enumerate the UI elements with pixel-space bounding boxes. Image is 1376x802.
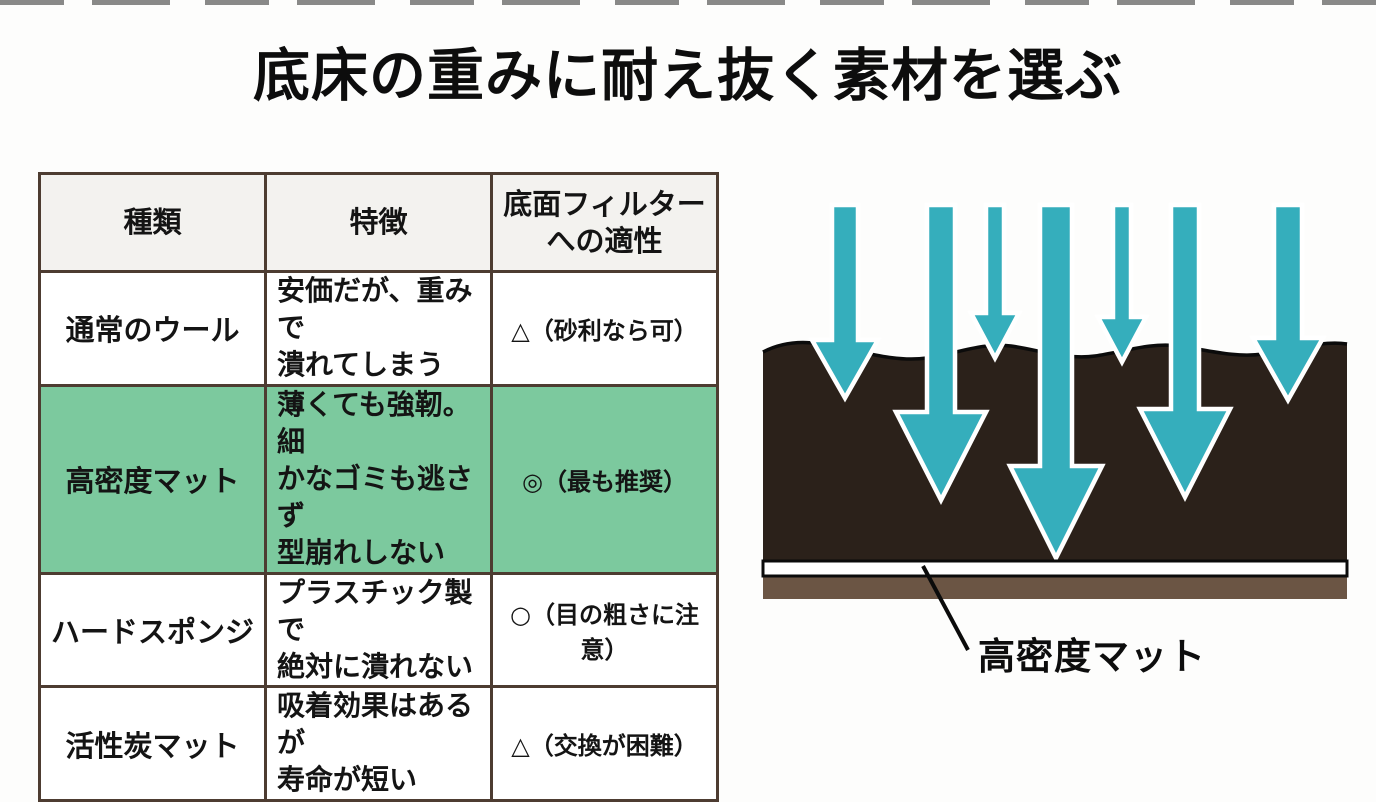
table-row-hard-sponge: ハードスポンジ プラスチック製で 絶対に潰れない ○（目の粗さに注意） bbox=[38, 571, 719, 689]
flow-arrow bbox=[808, 202, 882, 403]
flow-arrow bbox=[967, 202, 1023, 363]
flow-arrow bbox=[1136, 202, 1234, 502]
cell-suitability: ○（目の粗さに注意） bbox=[490, 571, 719, 689]
cell-type: 活性炭マット bbox=[38, 685, 267, 802]
water-flow-arrows bbox=[808, 202, 1327, 564]
table-header-row: 種類 特徴 底面フィルター への適性 bbox=[38, 172, 719, 273]
materials-table: 種類 特徴 底面フィルター への適性 通常のウール 安価だが、重みで 潰れてしま… bbox=[38, 172, 719, 802]
table-row-normal-wool: 通常のウール 安価だが、重みで 潰れてしまう △（砂利なら可） bbox=[38, 270, 719, 387]
cell-suitability: △（砂利なら可） bbox=[490, 270, 719, 387]
cropped-top-artifact bbox=[0, 0, 1376, 5]
mat-label: 高密度マット bbox=[978, 635, 1206, 678]
mat-strip bbox=[761, 559, 1349, 578]
table-row-high-density-mat: 高密度マット 薄くても強靭。細 かなゴミも逃さず 型崩れしない ◎（最も推奨） bbox=[38, 383, 719, 575]
flow-arrow bbox=[1249, 202, 1327, 405]
cell-feature: 薄くても強靭。細 かなゴミも逃さず 型崩れしない bbox=[264, 383, 493, 575]
cell-type: 通常のウール bbox=[38, 270, 267, 387]
substrate-illustration bbox=[750, 190, 1362, 690]
col-header-feature: 特徴 bbox=[264, 172, 493, 273]
cell-feature: 安価だが、重みで 潰れてしまう bbox=[264, 270, 493, 387]
cell-type: 高密度マット bbox=[38, 383, 267, 575]
flow-arrow bbox=[1006, 202, 1106, 564]
flow-arrow bbox=[1094, 202, 1150, 367]
cell-suitability: ◎（最も推奨） bbox=[490, 383, 719, 575]
col-header-suitability: 底面フィルター への適性 bbox=[490, 172, 719, 273]
table-row-activated-carbon-mat: 活性炭マット 吸着効果はあるが 寿命が短い △（交換が困難） bbox=[38, 685, 719, 802]
flow-arrow bbox=[892, 202, 990, 505]
page-title: 底床の重みに耐え抜く素材を選ぶ bbox=[253, 43, 1123, 109]
col-header-type: 種類 bbox=[38, 172, 267, 273]
base-band bbox=[763, 574, 1347, 599]
cell-suitability: △（交換が困難） bbox=[490, 685, 719, 802]
leader-line bbox=[921, 565, 970, 651]
cell-feature: 吸着効果はあるが 寿命が短い bbox=[264, 685, 493, 802]
cell-feature: プラスチック製で 絶対に潰れない bbox=[264, 571, 493, 689]
cell-type: ハードスポンジ bbox=[38, 571, 267, 689]
